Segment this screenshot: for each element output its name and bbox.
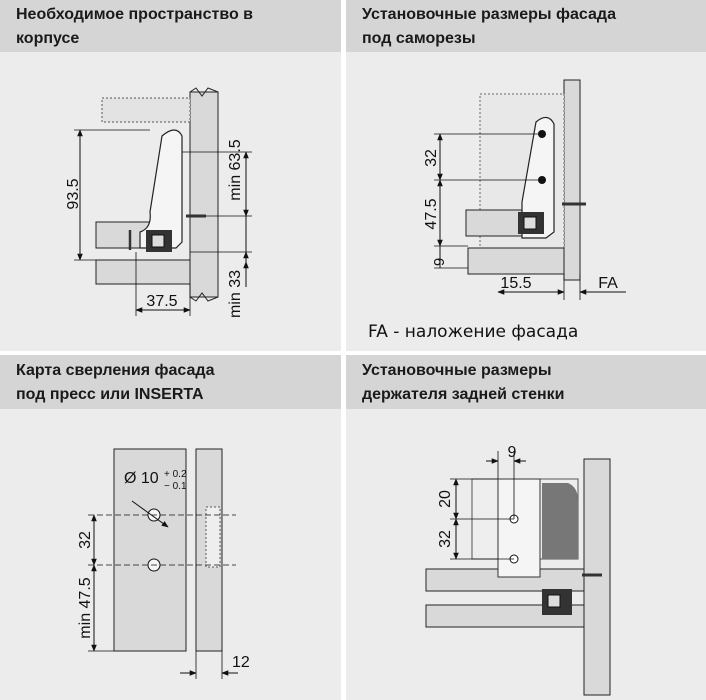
back-holder-diagram: 9 20 32: [425, 444, 611, 696]
panel-title-line1: Необходимое пространство в: [16, 6, 253, 23]
drilling-map-diagram: Ø 10 + 0.2 − 0.1 32 min 47.5 12: [77, 448, 250, 679]
dim-9: 9: [508, 444, 517, 461]
dim-tol-plus: + 0.2: [164, 469, 187, 480]
panel-front-screw-dims: Установочные размеры фасада под саморезы…: [346, 0, 706, 351]
panel-back-holder-dims: Установочные размеры держателя задней ст…: [346, 355, 706, 700]
panel-header: Установочные размеры держателя задней ст…: [346, 355, 706, 409]
panel-title-line2: под саморезы: [362, 30, 476, 47]
panel-title-line1: Карта сверления фасада: [16, 362, 215, 379]
dim-min-47-5: min 47.5: [77, 577, 94, 638]
panel-title-line2: корпусе: [16, 30, 80, 47]
dim-height: 93.5: [65, 178, 82, 209]
side-panel: [583, 458, 611, 696]
bottom-panel: [467, 247, 565, 275]
holder-plate: [497, 478, 541, 578]
dim-20: 20: [437, 490, 454, 508]
dim-fa: FA: [598, 275, 618, 292]
caption-fa: FA - наложение фасада: [368, 322, 579, 342]
panel-title-line2: держателя задней стенки: [362, 386, 565, 403]
holder-body: [542, 483, 578, 559]
drawer-side: [465, 209, 527, 237]
front-board: [113, 448, 187, 652]
runner-profile: [521, 116, 555, 239]
dim-min-top: min 63.5: [227, 139, 244, 200]
dim-47-5: 47.5: [423, 198, 440, 229]
panel-title-line1: Установочные размеры фасада: [362, 6, 616, 23]
front-panel: [563, 79, 581, 281]
dim-min-bottom: min 33: [227, 270, 244, 318]
drawer-top-outline: [101, 97, 191, 123]
dim-32: 32: [77, 531, 94, 549]
panel-header: Карта сверления фасада под пресс или INS…: [0, 355, 341, 409]
cabinet-side: [189, 91, 219, 298]
panel-drilling-map: Карта сверления фасада под пресс или INS…: [0, 355, 341, 700]
bottom-panel: [95, 259, 191, 285]
dim-12: 12: [232, 654, 250, 671]
runner-profile: [139, 129, 183, 249]
dim-width: 37.5: [146, 293, 177, 310]
panel-title-line1: Установочные размеры: [362, 362, 552, 379]
panel-required-space: Необходимое пространство в корпусе 93.5: [0, 0, 341, 351]
panel-title-line2: под пресс или INSERTA: [16, 386, 204, 403]
dim-15-5: 15.5: [500, 275, 531, 292]
required-space-diagram: 93.5 min 63.5 min 33 37.5: [65, 87, 252, 318]
front-screw-diagram: 32 47.5 9 15.5 FA: [423, 79, 626, 300]
panel-header: Установочные размеры фасада под саморезы: [346, 0, 706, 52]
dim-32: 32: [423, 149, 440, 167]
panel-header: Необходимое пространство в корпусе: [0, 0, 341, 52]
dim-9: 9: [431, 258, 448, 266]
dim-32: 32: [437, 530, 454, 548]
dim-tol-minus: − 0.1: [164, 481, 187, 492]
dim-diameter: Ø 10: [124, 470, 159, 487]
